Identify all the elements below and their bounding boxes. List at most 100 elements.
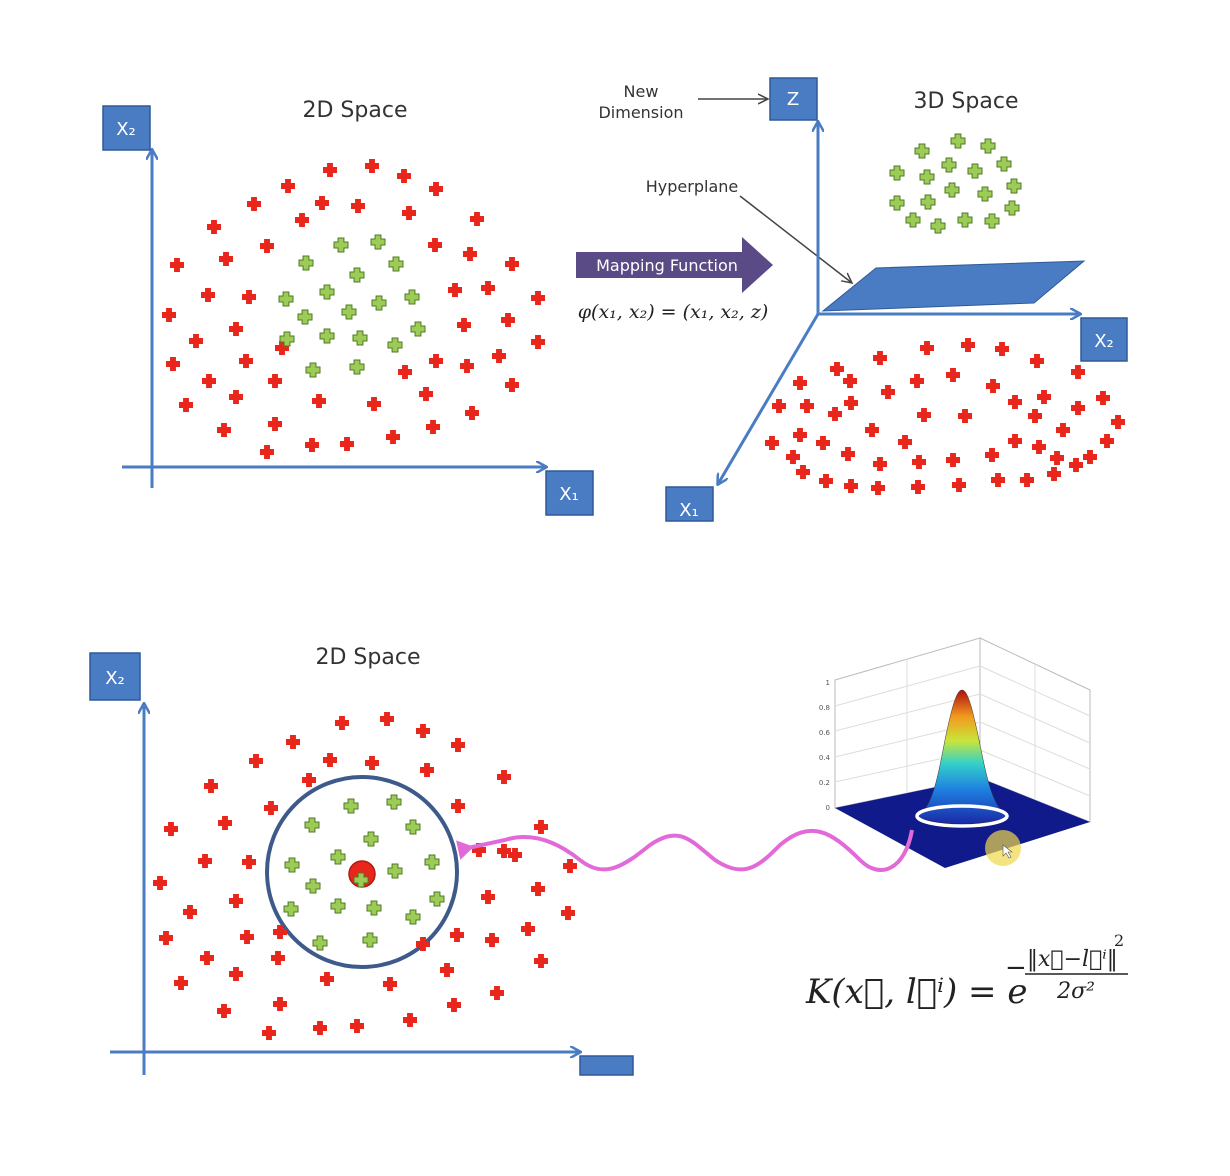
red-plus-marker — [239, 354, 253, 368]
red-plus-marker — [281, 179, 295, 193]
green-plus-marker — [388, 864, 402, 878]
red-plus-marker — [350, 1019, 364, 1033]
red-plus-marker — [961, 338, 975, 352]
hyperplane-label: Hyperplane — [646, 177, 738, 196]
red-plus-marker — [985, 448, 999, 462]
green-plus-marker — [915, 144, 929, 158]
red-plus-marker — [268, 374, 282, 388]
red-plus-marker — [164, 822, 178, 836]
red-plus-marker — [1071, 401, 1085, 415]
red-plus-marker — [217, 423, 231, 437]
red-plus-marker — [207, 220, 221, 234]
red-plus-marker — [447, 998, 461, 1012]
green-plus-marker — [320, 285, 334, 299]
red-plus-marker — [402, 206, 416, 220]
red-plus-marker — [302, 773, 316, 787]
kernel-formula: K(x⃗, l⃗ⁱ) = e − ‖x⃗−l⃗ⁱ‖ 2 2σ² — [805, 931, 1128, 1012]
green-plus-marker — [985, 214, 999, 228]
red-plus-marker — [796, 465, 810, 479]
red-plus-marker — [490, 986, 504, 1000]
red-plus-marker — [1008, 434, 1022, 448]
red-plus-marker — [240, 930, 254, 944]
gaussian-plot: 10.80.60.40.20 — [468, 638, 1090, 870]
kernel-denominator: 2σ² — [1056, 979, 1095, 1004]
red-plus-marker — [946, 453, 960, 467]
green-plus-marker — [968, 164, 982, 178]
green-plus-marker — [406, 910, 420, 924]
red-plus-marker — [1083, 450, 1097, 464]
green-plus-marker — [299, 256, 313, 270]
red-plus-marker — [819, 474, 833, 488]
red-plus-marker — [153, 876, 167, 890]
red-plus-marker — [912, 455, 926, 469]
red-plus-marker — [268, 417, 282, 431]
green-plus-marker — [342, 305, 356, 319]
plot-tick-label: 0.8 — [819, 704, 830, 712]
green-plus-marker — [372, 296, 386, 310]
red-plus-marker — [419, 387, 433, 401]
red-plus-marker — [873, 457, 887, 471]
red-plus-marker — [841, 447, 855, 461]
x1-axis-label: X₁ — [679, 500, 699, 521]
red-plus-marker — [159, 931, 173, 945]
red-plus-marker — [463, 247, 477, 261]
green-plus-marker — [1005, 201, 1019, 215]
red-plus-marker — [920, 341, 934, 355]
red-plus-marker — [262, 1026, 276, 1040]
green-plus-marker — [313, 936, 327, 950]
red-plus-marker — [323, 163, 337, 177]
red-plus-marker — [1071, 365, 1085, 379]
kernel-numerator: ‖x⃗−l⃗ⁱ‖ — [1027, 947, 1118, 972]
red-plus-marker — [202, 374, 216, 388]
red-plus-marker — [1050, 451, 1064, 465]
red-plus-marker — [264, 801, 278, 815]
green-plus-marker — [890, 166, 904, 180]
red-plus-marker — [563, 859, 577, 873]
red-plus-marker — [772, 399, 786, 413]
plot-tick-label: 0.4 — [819, 754, 831, 762]
red-plus-marker — [1056, 423, 1070, 437]
red-plus-marker — [198, 854, 212, 868]
green-plus-marker — [305, 818, 319, 832]
red-plus-marker — [420, 763, 434, 777]
green-plus-marker — [389, 257, 403, 271]
z-axis-label: Z — [787, 89, 799, 110]
green-plus-marker — [306, 879, 320, 893]
red-plus-marker — [323, 753, 337, 767]
green-plus-marker — [920, 170, 934, 184]
red-plus-marker — [451, 738, 465, 752]
green-plus-marker — [353, 331, 367, 345]
x1-axis-box — [580, 1056, 633, 1075]
red-plus-marker — [952, 478, 966, 492]
x2-axis-label: X₂ — [105, 668, 125, 689]
red-plus-marker — [1020, 473, 1034, 487]
red-plus-marker — [315, 196, 329, 210]
red-plus-marker — [485, 933, 499, 947]
red-plus-marker — [429, 182, 443, 196]
red-plus-marker — [958, 409, 972, 423]
red-plus-marker — [816, 436, 830, 450]
red-plus-marker — [911, 480, 925, 494]
plot-tick-label: 0.6 — [819, 729, 831, 737]
red-plus-marker — [201, 288, 215, 302]
red-plus-marker — [786, 450, 800, 464]
red-plus-marker — [448, 283, 462, 297]
red-plus-marker — [320, 972, 334, 986]
red-plus-marker — [229, 894, 243, 908]
red-plus-marker — [450, 928, 464, 942]
red-plus-marker — [174, 976, 188, 990]
red-plus-marker — [534, 954, 548, 968]
panel-title: 2D Space — [303, 98, 408, 123]
red-plus-marker — [429, 354, 443, 368]
red-plus-marker — [1047, 467, 1061, 481]
green-plus-marker — [363, 933, 377, 947]
green-plus-marker — [406, 820, 420, 834]
green-plus-marker — [285, 858, 299, 872]
red-plus-marker — [383, 977, 397, 991]
red-plus-marker — [481, 281, 495, 295]
red-plus-marker — [398, 365, 412, 379]
red-plus-marker — [179, 398, 193, 412]
green-plus-marker — [890, 196, 904, 210]
red-plus-marker — [521, 922, 535, 936]
green-plus-marker — [350, 360, 364, 374]
